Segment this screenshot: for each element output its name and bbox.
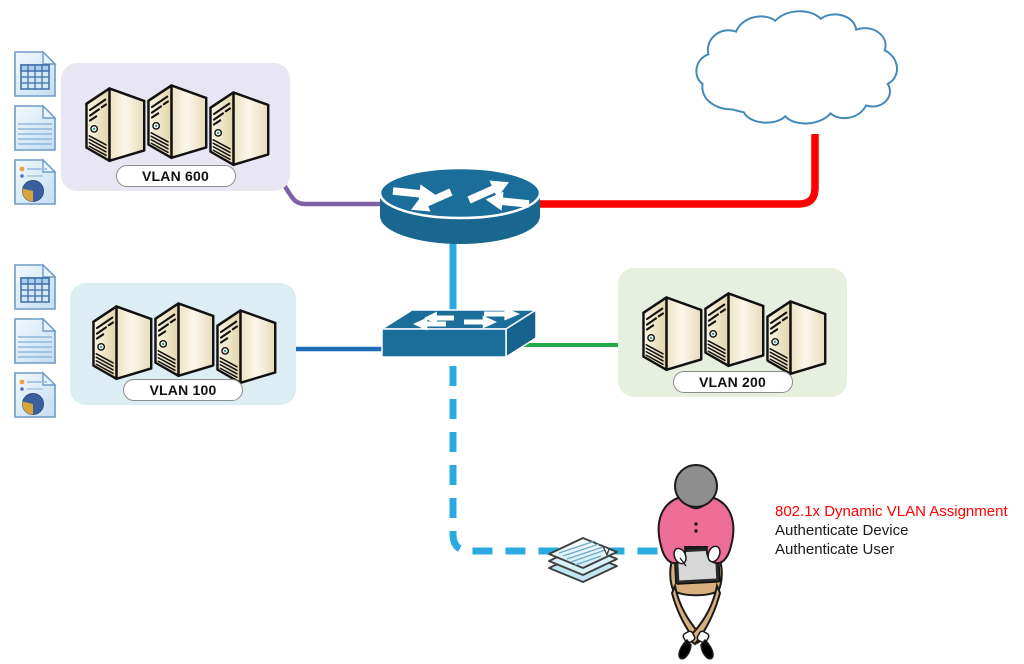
router-icon: [378, 166, 542, 244]
annotation-heading: 802.1x Dynamic VLAN Assignment: [775, 503, 1008, 520]
server-icon: [145, 74, 209, 161]
link-switch-user-dashed: [449, 366, 664, 555]
report-document-icon: [13, 371, 57, 419]
server-icon: [83, 77, 147, 164]
text-document-icon: [13, 104, 57, 152]
doc-icon-column-bottom: [13, 263, 57, 419]
server-icon: [90, 295, 154, 382]
vlan-100-label: VLAN 100: [123, 379, 243, 401]
server-icon: [764, 290, 828, 377]
vlan-200-group: VLAN 200: [618, 268, 847, 397]
annotation-line: Authenticate Device: [775, 522, 909, 539]
server-icon: [640, 286, 704, 373]
vlan-600-group: VLAN 600: [61, 63, 290, 191]
link-cloud-router: [538, 134, 819, 208]
spreadsheet-document-icon: [13, 263, 57, 311]
vlan-200-label: VLAN 200: [672, 371, 793, 393]
server-icon: [702, 282, 766, 369]
text-document-icon: [13, 317, 57, 365]
server-icon: [214, 299, 278, 386]
vlan-100-group: VLAN 100: [70, 283, 296, 405]
document-stack-icon: [548, 537, 618, 583]
user-with-laptop-icon: [657, 464, 735, 660]
server-icon: [152, 292, 216, 379]
link-vlan600-router: [282, 183, 388, 207]
switch-icon: [380, 307, 538, 359]
vlan-600-label: VLAN 600: [115, 165, 236, 187]
cloud-icon: [695, 10, 898, 125]
report-document-icon: [13, 158, 57, 206]
spreadsheet-document-icon: [13, 50, 57, 98]
annotation-line: Authenticate User: [775, 541, 895, 558]
server-icon: [207, 81, 271, 168]
doc-icon-column-top: [13, 50, 57, 206]
annotation-block: 802.1x Dynamic VLAN Assignment Authentic…: [775, 502, 1008, 559]
